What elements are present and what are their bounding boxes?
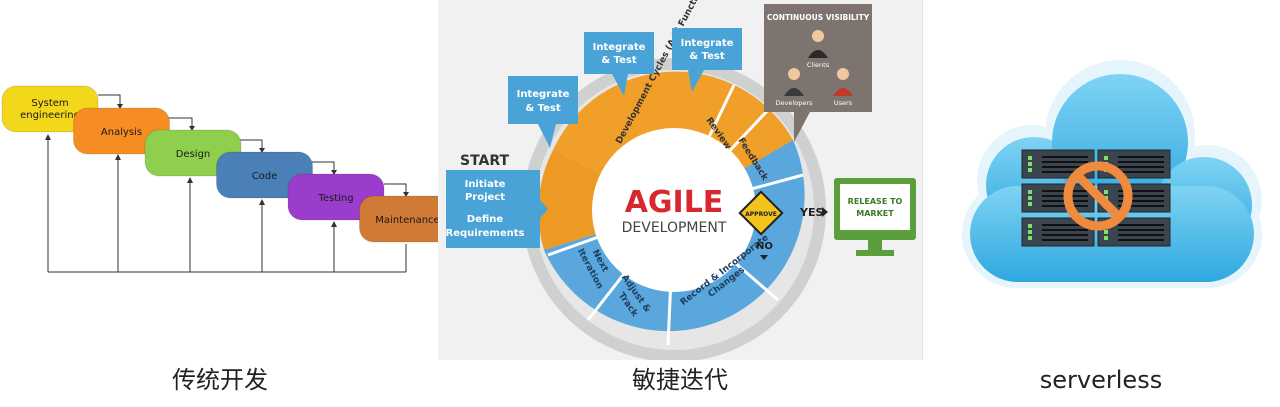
no-label: NO: [756, 241, 773, 252]
stage-label: Code: [252, 171, 278, 182]
serverless-diagram: [922, 0, 1280, 360]
svg-text:Developers: Developers: [776, 99, 813, 107]
approve-diamond: APPROVE: [738, 190, 784, 236]
integrate-bubble-1: Integrate & Test: [508, 76, 578, 148]
center-circle: [592, 128, 756, 292]
release-monitor: RELEASE TO MARKET: [834, 178, 916, 256]
svg-text:& Test: & Test: [525, 103, 560, 114]
start-label: START: [460, 153, 510, 169]
yes-arrow-icon: [822, 207, 828, 217]
svg-text:& Test: & Test: [689, 51, 724, 62]
caption-waterfall: 传统开发: [172, 366, 268, 394]
server-unit: [1021, 217, 1095, 247]
server-unit: [1021, 183, 1095, 213]
caption-agile: 敏捷迭代: [632, 366, 728, 394]
svg-text:Define: Define: [467, 214, 504, 225]
svg-text:Clients: Clients: [807, 61, 830, 69]
caption-serverless: serverless: [1039, 366, 1163, 394]
stage-label: Maintenance: [375, 215, 439, 226]
stage-label: System: [31, 98, 68, 109]
agile-diagram: AGILE DEVELOPMENT Development Cycles (Ad…: [438, 0, 923, 360]
svg-text:RELEASE TO: RELEASE TO: [848, 197, 903, 206]
start-box: Initiate Project Define Requirements: [446, 170, 548, 248]
stage-label: engineering: [20, 110, 80, 121]
svg-text:Requirements: Requirements: [446, 228, 525, 239]
no-symbol-icon: [1063, 161, 1133, 231]
visibility-box: CONTINUOUS VISIBILITY Clients Developers…: [764, 4, 872, 142]
integrate-bubble-3: Integrate & Test: [672, 28, 742, 92]
svg-text:Project: Project: [465, 192, 505, 203]
svg-text:APPROVE: APPROVE: [745, 211, 777, 218]
svg-text:Integrate: Integrate: [681, 38, 734, 49]
svg-text:CONTINUOUS VISIBILITY: CONTINUOUS VISIBILITY: [767, 13, 870, 22]
center-subtitle: DEVELOPMENT: [622, 220, 727, 236]
svg-text:MARKET: MARKET: [856, 209, 894, 218]
svg-text:& Test: & Test: [601, 55, 636, 66]
server-unit: [1097, 217, 1171, 247]
svg-text:Initiate: Initiate: [465, 179, 506, 190]
stage-label: Analysis: [101, 127, 142, 138]
no-arrow-icon: [760, 255, 768, 260]
stage-label: Testing: [317, 193, 353, 204]
center-title: AGILE: [625, 185, 724, 220]
stage-box-maintenance: Maintenance: [359, 195, 440, 243]
svg-text:Integrate: Integrate: [517, 89, 570, 100]
yes-label: YES: [799, 206, 823, 219]
integrate-bubble-2: Integrate & Test: [584, 32, 654, 96]
svg-text:Integrate: Integrate: [593, 42, 646, 53]
stage-label: Design: [176, 149, 211, 160]
svg-text:Users: Users: [834, 99, 853, 107]
